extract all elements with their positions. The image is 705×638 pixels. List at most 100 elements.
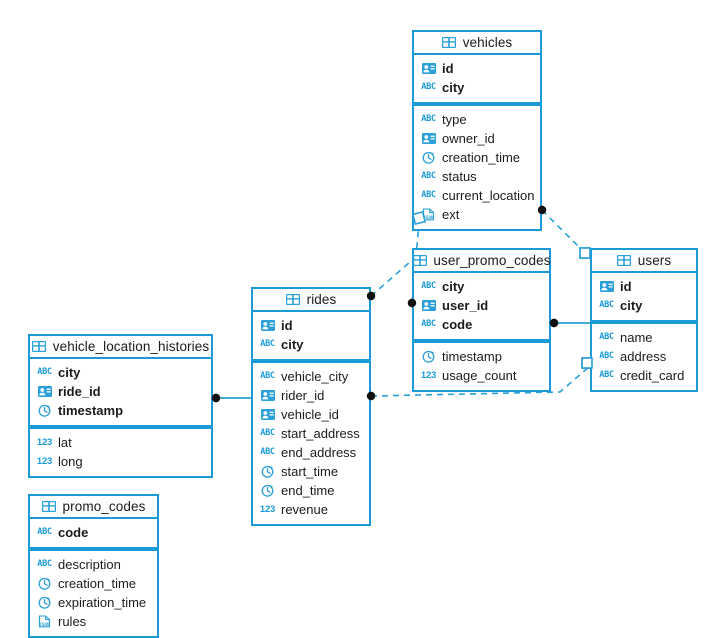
id-icon	[599, 279, 614, 294]
field-label: city	[442, 279, 465, 294]
abc-icon: ABC	[37, 367, 52, 378]
field-row[interactable]: start_time	[253, 462, 369, 481]
field-label: code	[442, 317, 473, 332]
field-row[interactable]: JSON ext	[414, 205, 540, 224]
entity-header-promo-codes: promo_codes	[28, 494, 159, 519]
field-label: creation_time	[58, 576, 137, 591]
clock-icon	[37, 576, 52, 591]
field-row[interactable]: ABC name	[592, 328, 696, 347]
field-label: city	[281, 337, 304, 352]
field-row[interactable]: timestamp	[30, 401, 211, 420]
field-label: city	[58, 365, 81, 380]
field-label: status	[442, 169, 477, 184]
field-row[interactable]: ABC vehicle_city	[253, 367, 369, 386]
entity-title: promo_codes	[62, 499, 146, 514]
number-icon: 123	[259, 503, 276, 515]
entity-attributes-rides: ABC vehicle_city rider_id vehicle_id ABC…	[251, 361, 371, 526]
abc-icon: ABC	[599, 332, 614, 343]
abc-icon: ABC	[421, 281, 436, 292]
entity-primary-keys-vehicles: id ABC city	[412, 55, 542, 104]
entity-primary-keys-user-promo-codes: ABC city user_id ABC code	[412, 273, 551, 341]
abc-icon: ABC	[421, 190, 436, 201]
field-row[interactable]: ABC city	[592, 296, 696, 315]
json-icon: JSON	[37, 614, 52, 629]
field-row[interactable]: ABC description	[30, 555, 157, 574]
field-row[interactable]: 123 long	[30, 452, 211, 471]
entity-vehicles[interactable]: vehicles id ABC city ABC type	[412, 30, 542, 231]
field-label: rider_id	[281, 388, 325, 403]
id-icon	[421, 131, 436, 146]
id-icon	[421, 61, 436, 76]
abc-icon: ABC	[421, 171, 436, 182]
field-label: user_id	[442, 298, 489, 313]
field-row[interactable]: ABC city	[253, 335, 369, 354]
field-row[interactable]: id	[253, 316, 369, 335]
field-row[interactable]: ABC credit_card	[592, 366, 696, 385]
clock-icon	[421, 150, 436, 165]
entity-rides[interactable]: rides id ABC city ABC vehicle_city	[251, 287, 371, 526]
number-icon: 123	[420, 369, 437, 381]
entity-promo-codes[interactable]: promo_codes ABC code ABC description cre…	[28, 494, 159, 638]
entity-primary-keys-promo-codes: ABC code	[28, 519, 159, 549]
entity-title: user_promo_codes	[433, 253, 551, 268]
field-row[interactable]: JSON rules	[30, 612, 157, 631]
table-icon	[617, 253, 632, 268]
field-row[interactable]: 123 lat	[30, 433, 211, 452]
field-row[interactable]: ABC code	[414, 315, 549, 334]
field-row[interactable]: ABC current_location	[414, 186, 540, 205]
field-row[interactable]: rider_id	[253, 386, 369, 405]
field-row[interactable]: ABC code	[30, 523, 157, 542]
field-row[interactable]: ride_id	[30, 382, 211, 401]
field-label: id	[281, 318, 293, 333]
field-label: code	[58, 525, 89, 540]
field-label: start_time	[281, 464, 339, 479]
field-label: end_address	[281, 445, 357, 460]
entity-title: users	[637, 253, 672, 268]
field-row[interactable]: 123 usage_count	[414, 366, 549, 385]
clock-icon	[260, 483, 275, 498]
entity-attributes-users: ABC name ABC address ABC credit_card	[590, 322, 698, 392]
field-label: city	[620, 298, 643, 313]
entity-primary-keys-rides: id ABC city	[251, 312, 371, 361]
field-label: owner_id	[442, 131, 495, 146]
field-label: name	[620, 330, 653, 345]
field-row[interactable]: expiration_time	[30, 593, 157, 612]
field-row[interactable]: ABC address	[592, 347, 696, 366]
clock-icon	[37, 595, 52, 610]
table-icon	[286, 292, 301, 307]
clock-icon	[37, 403, 52, 418]
field-row[interactable]: timestamp	[414, 347, 549, 366]
entity-primary-keys-users: id ABC city	[590, 273, 698, 322]
abc-icon: ABC	[37, 559, 52, 570]
entity-attributes-vehicles: ABC type owner_id creation_time ABC stat…	[412, 104, 542, 231]
number-icon: 123	[36, 436, 53, 448]
field-row[interactable]: owner_id	[414, 129, 540, 148]
field-row[interactable]: id	[414, 59, 540, 78]
field-row[interactable]: end_time	[253, 481, 369, 500]
edge-endpoint-dot	[549, 318, 559, 328]
entity-user-promo-codes[interactable]: user_promo_codes ABC city user_id ABC co…	[412, 248, 551, 392]
field-row[interactable]: ABC type	[414, 110, 540, 129]
field-row[interactable]: ABC city	[414, 277, 549, 296]
svg-text:JSON: JSON	[39, 622, 50, 628]
abc-icon: ABC	[260, 447, 275, 458]
abc-icon: ABC	[599, 300, 614, 311]
field-row[interactable]: ABC city	[30, 363, 211, 382]
field-row[interactable]: ABC status	[414, 167, 540, 186]
field-row[interactable]: creation_time	[414, 148, 540, 167]
entity-users[interactable]: users id ABC city ABC name ABC address	[590, 248, 698, 392]
field-row[interactable]: vehicle_id	[253, 405, 369, 424]
field-label: revenue	[281, 502, 328, 517]
number-icon: 123	[36, 455, 53, 467]
entity-title: vehicle_location_histories	[52, 339, 210, 354]
field-row[interactable]: id	[592, 277, 696, 296]
field-row[interactable]: ABC city	[414, 78, 540, 97]
field-row[interactable]: ABC end_address	[253, 443, 369, 462]
edge-endpoint-dot	[211, 393, 221, 403]
field-row[interactable]: creation_time	[30, 574, 157, 593]
field-row[interactable]: user_id	[414, 296, 549, 315]
entity-attributes-promo-codes: ABC description creation_time expiration…	[28, 549, 159, 638]
field-row[interactable]: ABC start_address	[253, 424, 369, 443]
entity-vehicle-location-histories[interactable]: vehicle_location_histories ABC city ride…	[28, 334, 213, 478]
field-row[interactable]: 123 revenue	[253, 500, 369, 519]
